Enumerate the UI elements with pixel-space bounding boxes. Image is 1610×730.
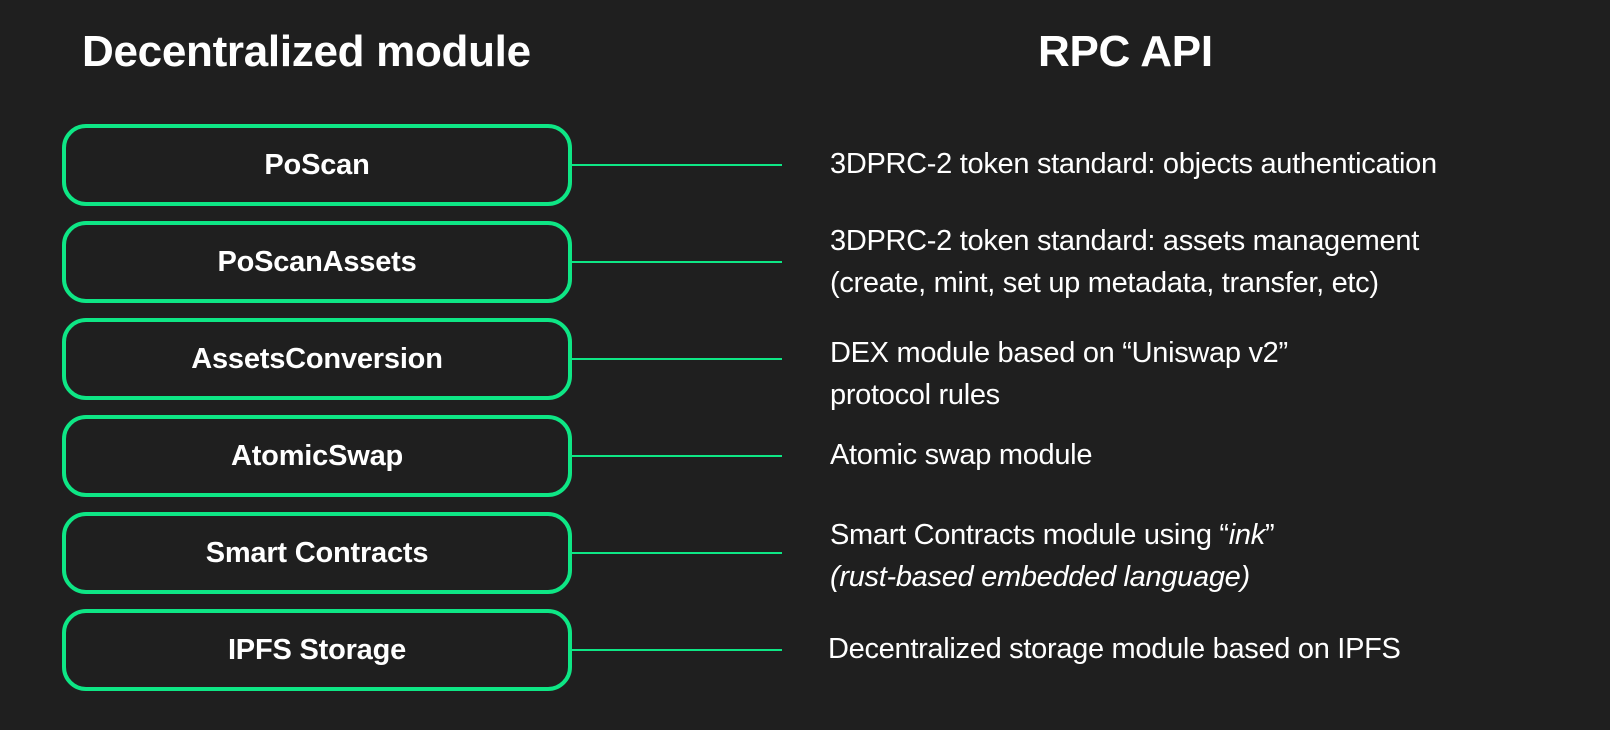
module-label: IPFS Storage: [227, 633, 407, 666]
ink-emphasis: ink: [1228, 519, 1265, 551]
description-line: Decentralized storage module based on IP…: [828, 633, 1401, 665]
connector-line: [572, 358, 782, 360]
connector-line: [572, 552, 782, 554]
module-description-smart-contracts: Smart Contracts module using “ink” (rust…: [830, 514, 1275, 598]
module-label: AtomicSwap: [230, 439, 404, 472]
connector-line: [572, 261, 782, 263]
module-box-poscan: PoScan: [62, 124, 572, 206]
module-description-poscan: 3DPRC-2 token standard: objects authenti…: [830, 143, 1437, 185]
description-line: 3DPRC-2 token standard: objects authenti…: [830, 148, 1437, 180]
module-description-poscanassets: 3DPRC-2 token standard: assets managemen…: [830, 220, 1419, 304]
module-label: PoScanAssets: [217, 245, 417, 278]
module-box-atomicswap: AtomicSwap: [62, 415, 572, 497]
module-label: Smart Contracts: [205, 536, 429, 569]
description-line: 3DPRC-2 token standard: assets managemen…: [830, 225, 1419, 257]
module-label: PoScan: [264, 148, 370, 181]
module-label: AssetsConversion: [191, 342, 443, 375]
description-line: (create, mint, set up metadata, transfer…: [830, 267, 1379, 299]
connector-line: [572, 455, 782, 457]
module-box-poscanassets: PoScanAssets: [62, 221, 572, 303]
description-text: ”: [1264, 519, 1275, 551]
module-box-smart-contracts: Smart Contracts: [62, 512, 572, 594]
decentralized-module-heading: Decentralized module: [82, 27, 531, 76]
description-line: DEX module based on “Uniswap v2”: [830, 337, 1288, 369]
description-line: (rust-based embedded language): [830, 561, 1250, 593]
module-description-ipfs-storage: Decentralized storage module based on IP…: [828, 628, 1401, 670]
connector-line: [572, 649, 782, 651]
module-description-assetsconversion: DEX module based on “Uniswap v2” protoco…: [830, 332, 1288, 416]
module-box-assetsconversion: AssetsConversion: [62, 318, 572, 400]
description-text: Smart Contracts module using “: [830, 519, 1229, 551]
module-box-ipfs-storage: IPFS Storage: [62, 609, 572, 691]
rpc-api-heading: RPC API: [1038, 27, 1213, 76]
connector-line: [572, 164, 782, 166]
description-line: Smart Contracts module using “ink”: [830, 514, 1275, 556]
description-line: protocol rules: [830, 379, 1000, 411]
description-line: Atomic swap module: [830, 439, 1093, 471]
module-description-atomicswap: Atomic swap module: [830, 434, 1092, 476]
